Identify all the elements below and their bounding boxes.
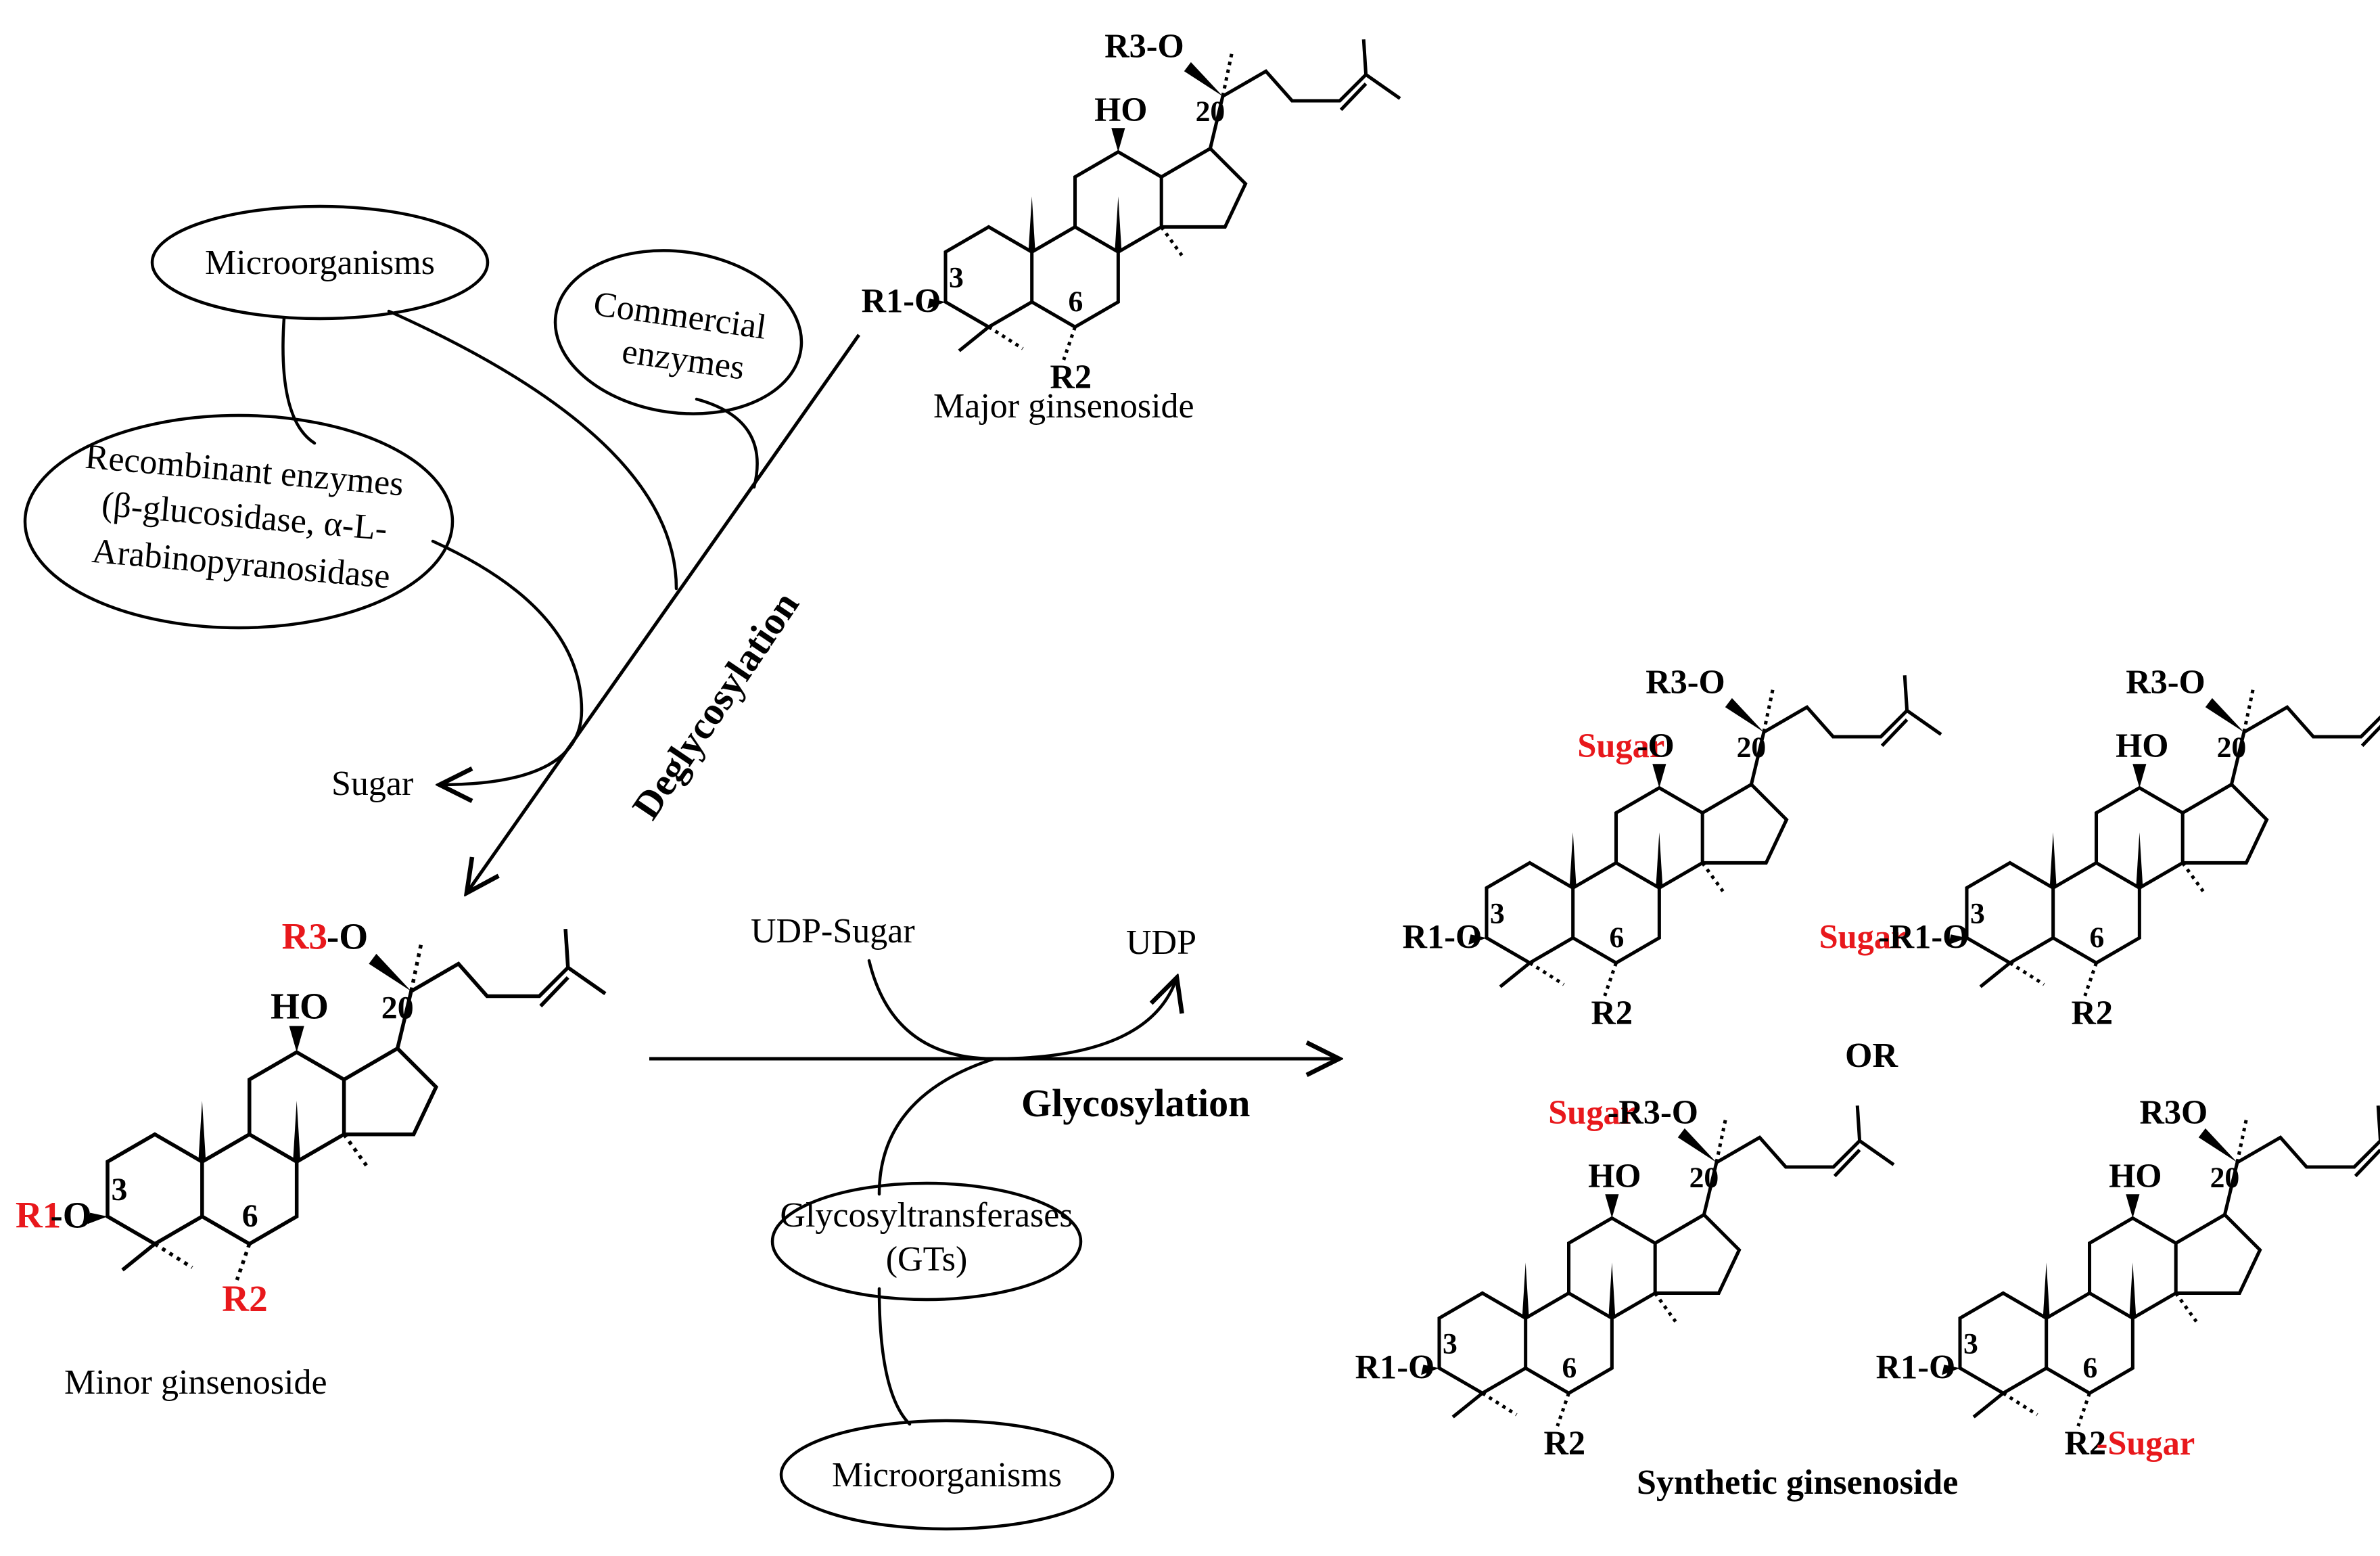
synthetic-ginsenoside-a: Sugar -O R3-O R1-O R2 3 6 20 xyxy=(1403,663,1941,1032)
commercial-enzymes-node xyxy=(553,249,803,415)
svg-text:3: 3 xyxy=(1963,1327,1978,1360)
minor-ginsenoside-label: Minor ginsenoside xyxy=(64,1363,327,1402)
svg-text:3: 3 xyxy=(1490,897,1505,930)
svg-text:HO: HO xyxy=(1094,91,1147,129)
svg-text:6: 6 xyxy=(2082,1352,2097,1384)
recombinant-enzymes-node xyxy=(23,413,454,630)
svg-text:R3O: R3O xyxy=(2139,1093,2208,1131)
svg-text:-R3-O: -R3-O xyxy=(1608,1093,1698,1131)
svg-text:20: 20 xyxy=(2217,731,2247,764)
svg-text:R1-O: R1-O xyxy=(1403,917,1483,955)
svg-text:-O: -O xyxy=(327,916,368,957)
svg-text:R1-O: R1-O xyxy=(1355,1348,1435,1386)
svg-text:6: 6 xyxy=(1068,285,1083,318)
svg-text:HO: HO xyxy=(271,986,329,1027)
svg-text:6: 6 xyxy=(1609,921,1624,954)
microorganisms-to-main-curve xyxy=(387,309,678,591)
svg-text:R2: R2 xyxy=(1050,358,1092,396)
sugar-product-label: Sugar xyxy=(331,764,413,803)
major-ginsenoside-structure: HO R3-O R1-O R2 3 6 20 xyxy=(862,27,1400,396)
microorganisms-connector xyxy=(281,316,317,445)
udp-sugar-label: UDP-Sugar xyxy=(751,912,915,951)
svg-text:3: 3 xyxy=(949,261,964,294)
microorganisms-bottom-label: Microorganisms xyxy=(832,1456,1062,1494)
svg-text:R2: R2 xyxy=(222,1278,267,1319)
commercial-to-main-curve xyxy=(695,397,759,489)
svg-text:-O: -O xyxy=(1637,727,1675,764)
svg-text:Sugar: Sugar xyxy=(1577,727,1664,764)
svg-text:R1: R1 xyxy=(16,1195,61,1236)
svg-text:3: 3 xyxy=(112,1172,128,1208)
microorganisms-bottom-node xyxy=(779,1419,1115,1531)
glycosylation-label: Glycosylation xyxy=(1021,1081,1250,1125)
svg-text:R2: R2 xyxy=(2072,994,2114,1032)
glycosyltransferases-node xyxy=(770,1181,1083,1302)
svg-text:HO: HO xyxy=(2109,1157,2162,1195)
minor-ginsenoside-structure: HO R3 -O R1 -O R2 3 6 20 xyxy=(16,916,605,1319)
udp-label: UDP xyxy=(1126,923,1196,962)
gts-label-1: Glycosyltransferases xyxy=(780,1196,1073,1235)
svg-text:R3-O: R3-O xyxy=(2126,663,2206,701)
microorganisms-top-label: Microorganisms xyxy=(205,244,435,282)
svg-text:R1-O: R1-O xyxy=(1876,1348,1956,1386)
svg-text:R2: R2 xyxy=(1544,1424,1586,1462)
svg-text:20: 20 xyxy=(381,990,414,1026)
svg-text:R2: R2 xyxy=(1591,994,1633,1032)
svg-text:-R1-O: -R1-O xyxy=(1878,917,1969,955)
svg-text:20: 20 xyxy=(1737,731,1767,764)
svg-text:20: 20 xyxy=(2210,1162,2240,1194)
commercial-enzymes-label-1: Commercial xyxy=(591,285,768,347)
svg-text:-Sugar: -Sugar xyxy=(2097,1424,2195,1462)
deglycosylation-arrow xyxy=(467,334,861,893)
svg-text:Sugar: Sugar xyxy=(1548,1093,1635,1131)
gts-label-2: (GTs) xyxy=(886,1240,968,1279)
svg-text:6: 6 xyxy=(242,1198,258,1234)
deglycosylation-pathway: Microorganisms Commercial enzymes Recomb… xyxy=(23,204,861,893)
udp-sugar-input-curve xyxy=(867,959,996,1061)
svg-text:20: 20 xyxy=(1196,95,1226,128)
udp-output-curve xyxy=(992,978,1177,1061)
svg-text:Sugar: Sugar xyxy=(1819,917,1907,955)
glycosylation-pathway: UDP-Sugar UDP Glycosylation Glycosyltran… xyxy=(649,912,1339,1531)
svg-text:6: 6 xyxy=(1562,1352,1577,1384)
major-ginsenoside-label: Major ginsenoside xyxy=(933,387,1194,426)
synthetic-ginsenoside-label: Synthetic ginsenoside xyxy=(1637,1463,1958,1502)
deglycosylation-label: Deglycosylation xyxy=(624,584,808,827)
microorganisms-top-node xyxy=(150,204,490,321)
svg-text:3: 3 xyxy=(1970,897,1985,930)
synthetic-ginsenoside-c: HO Sugar -R3-O R1-O R2 3 6 20 xyxy=(1355,1093,1894,1462)
svg-text:R3-O: R3-O xyxy=(1646,663,1725,701)
or-label: OR xyxy=(1845,1036,1898,1075)
svg-text:3: 3 xyxy=(1443,1327,1457,1360)
svg-text:-O: -O xyxy=(50,1195,91,1236)
svg-text:R1-O: R1-O xyxy=(862,281,941,319)
microorganisms-to-gts-line xyxy=(877,1287,912,1426)
synthetic-ginsenoside-b: HO R3-O Sugar -R1-O R2 3 6 20 xyxy=(1819,663,2380,1032)
svg-text:HO: HO xyxy=(1588,1157,1641,1195)
svg-text:HO: HO xyxy=(2116,727,2168,764)
svg-text:R3: R3 xyxy=(282,916,327,957)
svg-text:6: 6 xyxy=(2089,921,2104,954)
svg-text:20: 20 xyxy=(1689,1162,1719,1194)
gts-connector-curve xyxy=(877,1057,996,1196)
svg-text:R3-O: R3-O xyxy=(1104,27,1184,65)
synthetic-ginsenoside-d: HO R3O R1-O R2 -Sugar 3 6 20 xyxy=(1876,1093,2380,1462)
recombinant-to-sugar-curve xyxy=(431,539,584,785)
svg-text:R2: R2 xyxy=(2065,1424,2107,1462)
